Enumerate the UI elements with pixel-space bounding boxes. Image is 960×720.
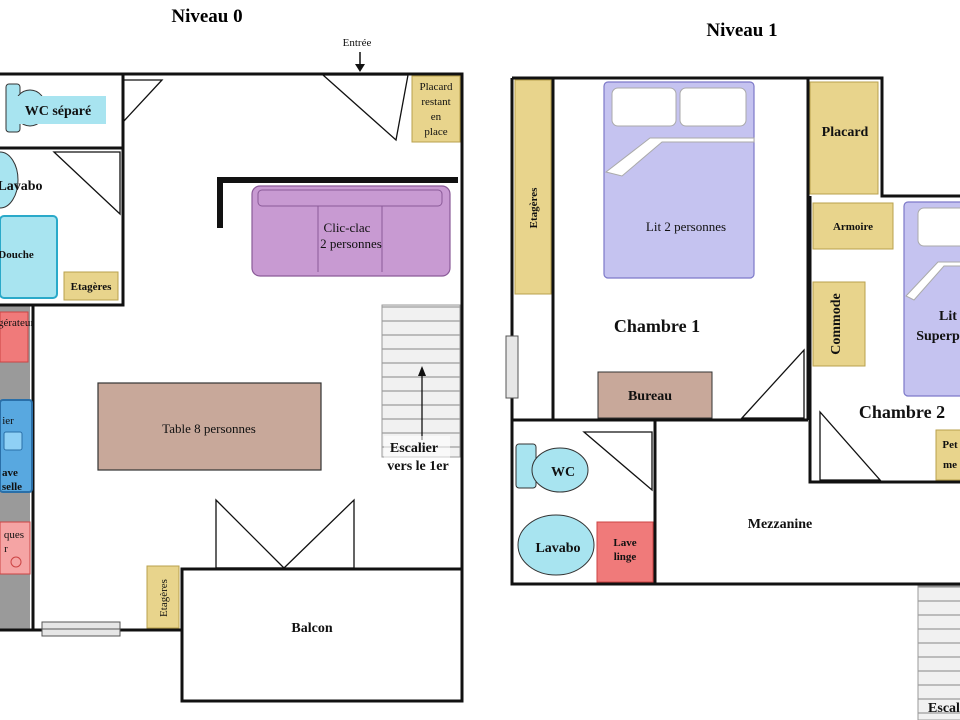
evier-label: ier — [2, 415, 14, 427]
wc-l1-bowl-icon — [531, 447, 589, 493]
petit-label-1: Pet — [942, 439, 958, 451]
escalier-label-1: Escalier — [390, 441, 438, 456]
chambre2-label: Chambre 2 — [859, 402, 945, 422]
sofa-wall — [217, 177, 458, 228]
mezzanine-label: Mezzanine — [748, 517, 813, 532]
placard-l1 — [809, 81, 879, 195]
chambre2-wall — [808, 196, 960, 484]
armoire-label: Armoire — [833, 221, 873, 233]
level0-title: Niveau 0 — [171, 6, 242, 27]
clicclac-sofa — [251, 185, 451, 277]
petit-meuble — [935, 429, 960, 481]
double-bed — [603, 81, 755, 279]
pillow-left-icon — [611, 87, 677, 127]
level1-top-wall — [512, 76, 960, 198]
level1-title: Niveau 1 — [706, 20, 777, 41]
commode-label: Commode — [829, 293, 844, 354]
lavabo-label: Lavabo — [0, 179, 43, 194]
etageres-tall-shelf — [514, 79, 552, 295]
balcony — [180, 567, 464, 703]
stair-label-bg — [384, 436, 450, 476]
lave-linge-label-1: Lave — [613, 537, 636, 549]
level0-plan: Entrée WC séparé Placard restant en plac… — [0, 37, 464, 703]
placard-l1-label: Placard — [822, 125, 869, 140]
level1-plan: Etagères Lit 2 personnes Placard Chambre… — [505, 76, 960, 720]
balcony-door-right — [283, 498, 355, 569]
placard-label-4: place — [424, 126, 447, 138]
bathroom1-door-swing — [582, 431, 653, 492]
wc-door-swing — [122, 79, 164, 123]
dining-table — [97, 382, 322, 471]
bureau-label: Bureau — [628, 389, 672, 404]
table-label: Table 8 personnes — [162, 421, 256, 436]
wc-label: WC séparé — [25, 104, 92, 119]
level1-window — [505, 335, 519, 399]
lit-sup-label-2: Superp — [916, 329, 960, 344]
sink-basin-icon — [3, 431, 23, 451]
bathroom-door-swing — [52, 151, 121, 216]
washing-machine — [596, 521, 654, 583]
wc-l1-label: WC — [551, 465, 575, 480]
placard-label-2: restant — [421, 96, 450, 108]
placard-label-3: en — [431, 111, 442, 123]
escalier-label-2: vers le 1er — [387, 459, 448, 474]
plaques-label-1: ques — [4, 529, 24, 541]
plaques-label-2: r — [4, 543, 8, 555]
chambre2-door-swing — [819, 410, 882, 481]
staircase-l1 — [917, 585, 960, 720]
commode — [812, 281, 866, 367]
placard-cupboard — [411, 75, 461, 143]
bunk-bed — [903, 201, 960, 397]
bunk-sheet-fold — [905, 261, 960, 301]
clicclac-label-2: 2 personnes — [320, 236, 382, 251]
entry-door-swing — [321, 74, 409, 142]
entry-label: Entrée — [343, 37, 372, 49]
bathroom1-wall — [512, 418, 657, 584]
lavabo-l1-label: Lavabo — [535, 541, 580, 556]
fridge — [0, 311, 29, 363]
clicclac-label-1: Clic-clac — [324, 220, 371, 235]
wc-label-bg — [10, 96, 106, 124]
lit-sup-label-1: Lit — [939, 309, 957, 324]
staircase — [381, 304, 461, 458]
fridge-label: gérateur — [0, 317, 34, 329]
bed-sheet-fold — [604, 137, 755, 177]
armoire — [812, 202, 894, 250]
etageres-shelf — [63, 271, 119, 301]
etageres-small-label: Etagères — [71, 281, 112, 293]
petit-label-2: me — [943, 459, 957, 471]
etageres-vertical-shelf — [146, 565, 180, 629]
lave-linge-label-2: linge — [614, 551, 637, 563]
bathroom-wall — [0, 148, 125, 307]
level1-left-bottom-wall — [510, 78, 960, 586]
cooktop — [0, 521, 31, 575]
desk — [597, 371, 713, 419]
chambre1-label: Chambre 1 — [614, 316, 700, 336]
lave-vaisselle-label-1: ave — [2, 467, 18, 479]
shower — [0, 215, 58, 299]
escalier-l1-label: Escal — [928, 701, 960, 716]
etageres-vertical-label: Etagères — [158, 579, 170, 617]
stair-arrow-head — [418, 366, 426, 376]
douche-label: Douche — [0, 249, 34, 261]
sink-icon — [0, 151, 19, 209]
balcony-door-left — [215, 498, 286, 569]
entry-arrow-head — [355, 64, 365, 72]
etageres-l1-label: Etagères — [528, 187, 540, 228]
lavabo-l1-icon — [517, 514, 595, 576]
bunk-pillow-icon — [917, 207, 960, 247]
placard-label-1: Placard — [420, 81, 453, 93]
lit2-label: Lit 2 personnes — [646, 219, 726, 234]
balcon-label: Balcon — [291, 621, 332, 636]
sofa-back — [257, 189, 443, 207]
pillow-right-icon — [679, 87, 747, 127]
burner-icon — [10, 556, 22, 568]
chambre1-door-swing — [740, 348, 805, 419]
lave-vaisselle-label-2: selle — [2, 481, 22, 493]
